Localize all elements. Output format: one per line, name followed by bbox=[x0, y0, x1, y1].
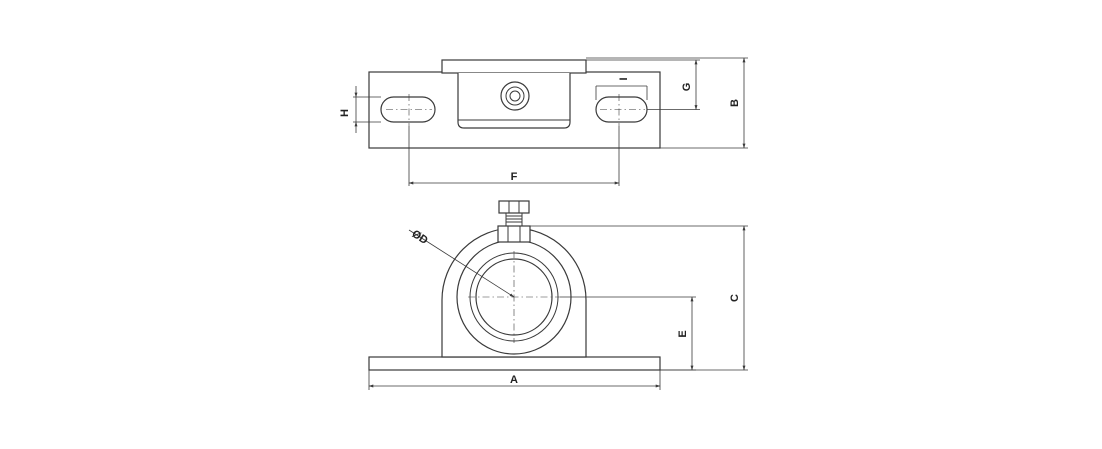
label-a: A bbox=[510, 374, 518, 386]
label-i: I bbox=[618, 77, 630, 80]
dimension-i: I bbox=[595, 77, 648, 100]
front-view-grease-nipple bbox=[497, 200, 531, 243]
dimension-g: G bbox=[586, 59, 700, 110]
dimension-c: C bbox=[530, 225, 748, 371]
top-view: H I F G bbox=[339, 57, 748, 186]
top-view-housing-flange bbox=[441, 59, 587, 74]
front-view-base-plate bbox=[368, 356, 661, 371]
label-g: G bbox=[681, 83, 693, 92]
label-b: B bbox=[729, 99, 741, 107]
front-view: ØD E C A bbox=[368, 200, 748, 390]
left-slot-hole bbox=[380, 96, 436, 123]
dimension-b: B bbox=[586, 57, 748, 149]
dimension-f: F bbox=[408, 126, 620, 186]
label-d: ØD bbox=[409, 228, 429, 247]
top-view-grease-nipple bbox=[500, 81, 530, 111]
dimension-a: A bbox=[368, 370, 661, 390]
label-c: C bbox=[729, 294, 741, 302]
label-e: E bbox=[677, 330, 689, 337]
dimension-h: H bbox=[339, 86, 381, 133]
label-f: F bbox=[511, 171, 518, 183]
label-h: H bbox=[339, 109, 351, 117]
